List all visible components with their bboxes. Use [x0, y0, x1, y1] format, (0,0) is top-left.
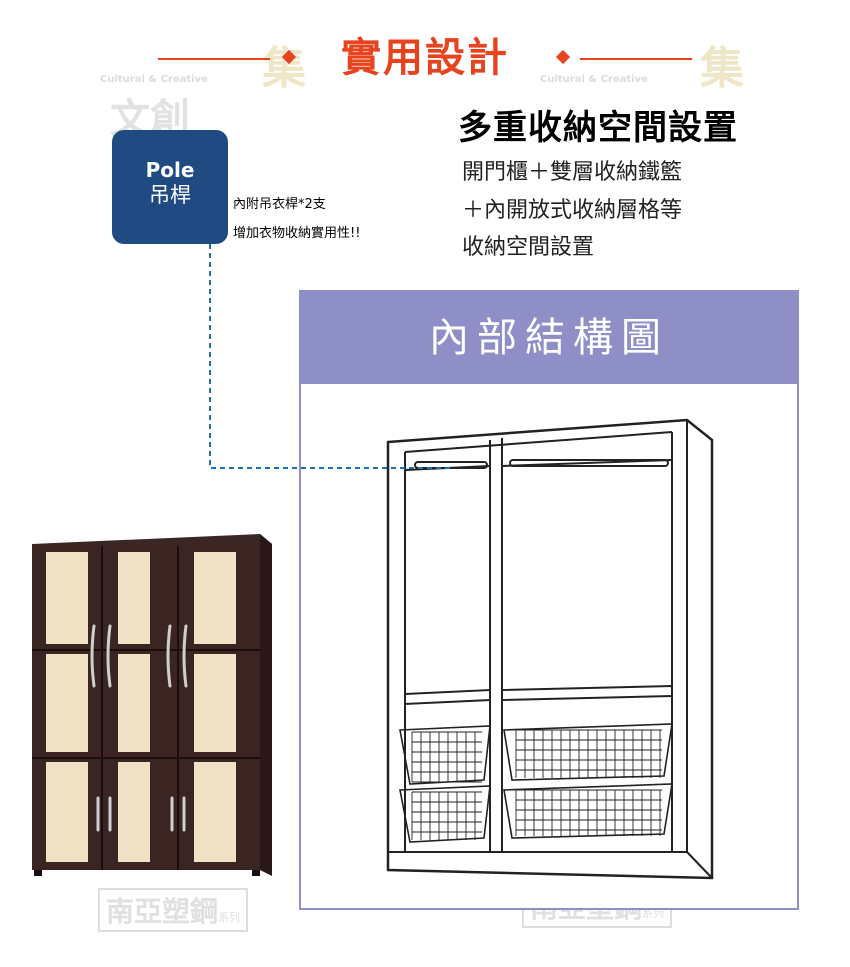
feature-line-1: 開門櫃＋雙層收納鐵籃 — [462, 160, 683, 185]
watermark-collection-1: 集 — [262, 43, 306, 94]
feature-title: 多重收納空間設置 — [458, 108, 738, 148]
pole-note-line-2: 增加衣物收納實用性!! — [233, 226, 361, 241]
header-line-left — [158, 58, 270, 60]
pole-badge: Pole 吊桿 — [112, 130, 228, 244]
watermark-company-text: 南亞塑鋼 — [106, 895, 219, 928]
header-line-right — [580, 58, 692, 60]
pole-note-line-1: 內附吊衣桿*2支 — [233, 197, 326, 212]
watermark-company-2: 南亞塑鋼系列 — [98, 888, 249, 932]
header-title: 實用設計 — [341, 35, 509, 81]
pole-label-en: Pole — [145, 158, 195, 182]
watermark-series-text: 系列 — [218, 911, 241, 924]
feature-line-2: ＋內開放式收納層格等 — [462, 198, 683, 223]
feature-line-3: 收納空間設置 — [462, 235, 595, 260]
watermark-brand-en-1: Cultural & Creative — [100, 74, 208, 85]
watermark-brand-en-2: Cultural & Creative — [540, 74, 648, 85]
diagram-panel: 內部結構圖 — [299, 290, 799, 910]
watermark-series-text: 系列 — [642, 907, 665, 920]
wardrobe-photo — [32, 534, 272, 876]
watermark-collection-2: 集 — [700, 43, 744, 94]
diagram-title: 內部結構圖 — [301, 292, 797, 384]
pole-label-zh: 吊桿 — [149, 183, 191, 207]
